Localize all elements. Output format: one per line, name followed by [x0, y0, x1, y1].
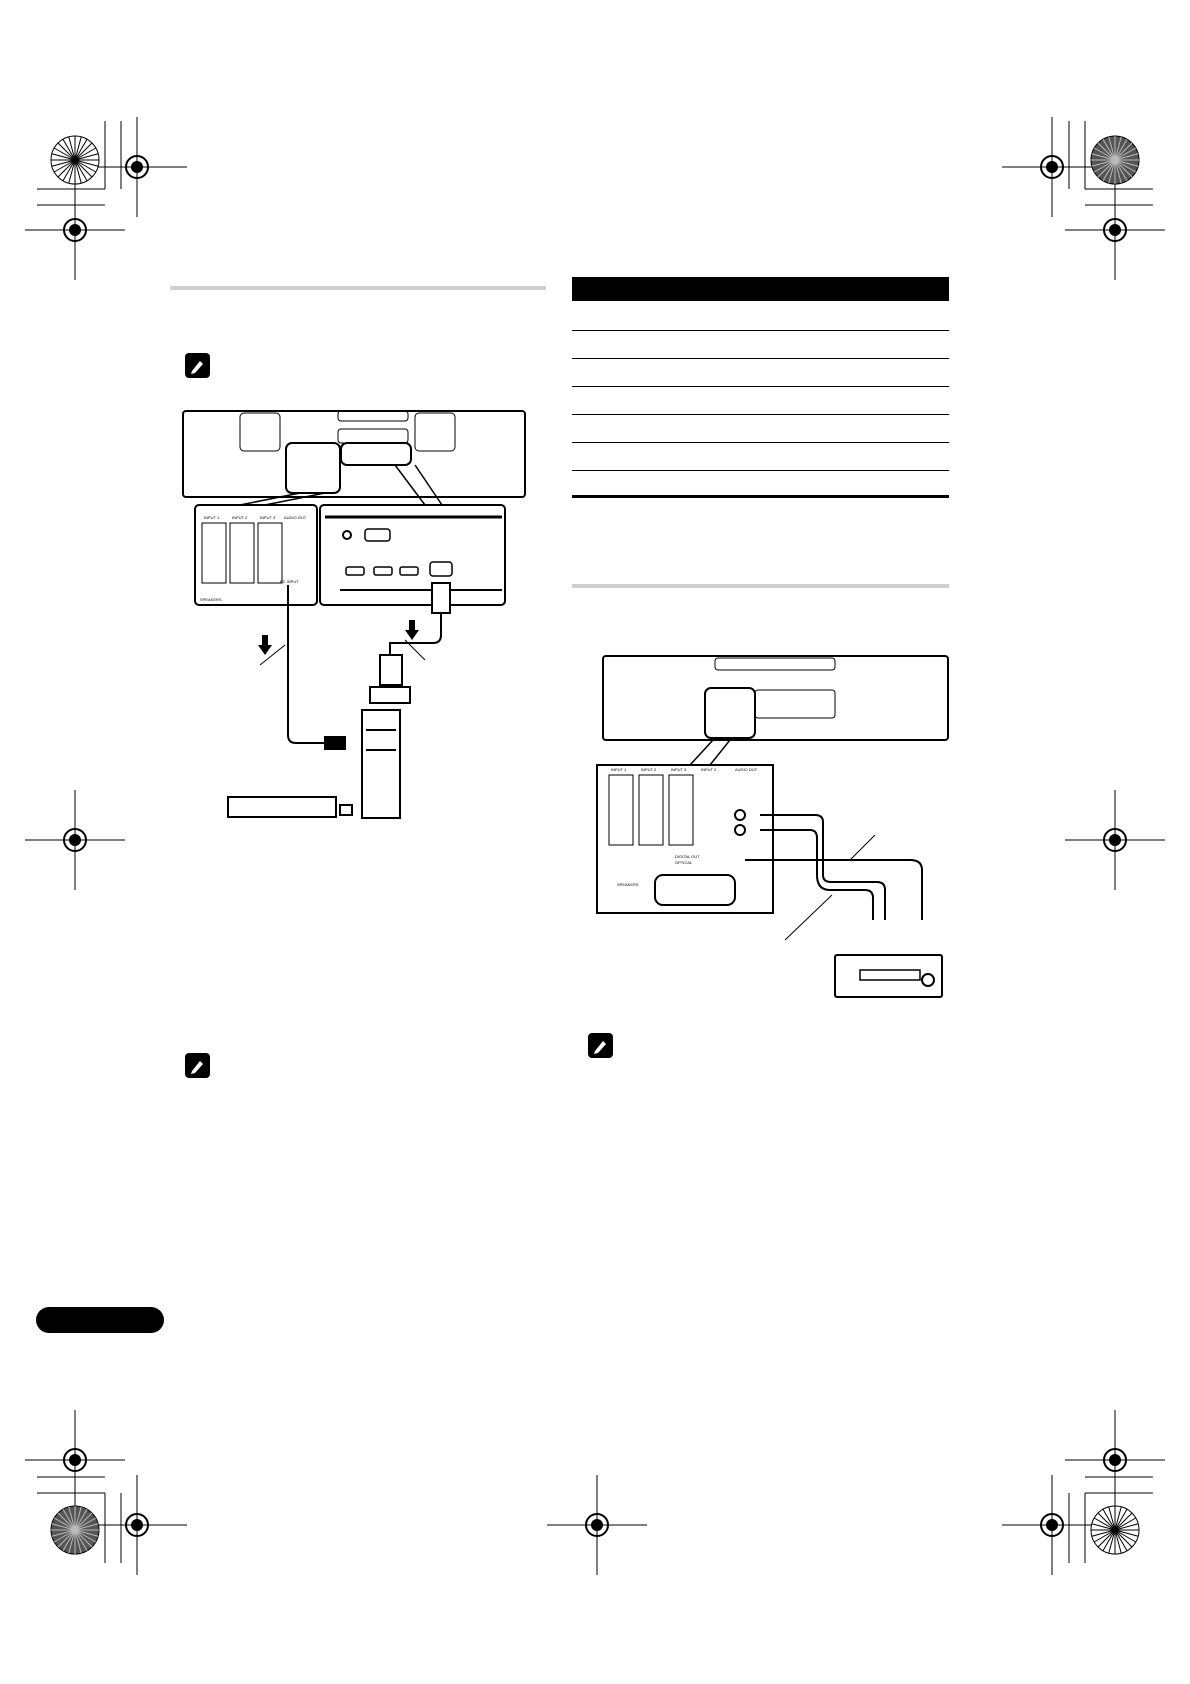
color-wheel — [50, 135, 100, 185]
digital-out-label: DIGITAL OUT — [675, 854, 700, 859]
registration-mark — [87, 117, 187, 217]
pc-connection-diagram: INPUT 1 INPUT 2 INPUT 3 AUDIO OUT PC INP… — [182, 410, 526, 819]
table-row — [572, 470, 949, 471]
speakers-label: SPEAKERS — [617, 882, 639, 887]
color-wheel — [50, 1505, 100, 1555]
registration-mark — [1065, 1410, 1165, 1510]
registration-mark — [25, 180, 125, 280]
registration-mark — [1002, 117, 1102, 217]
registration-mark — [547, 1475, 647, 1575]
panel-label: INPUT 2 — [232, 515, 248, 520]
panel-label: INPUT 1 — [204, 515, 220, 520]
registration-mark — [25, 790, 125, 890]
speakers-label: SPEAKERS — [200, 597, 222, 602]
registration-mark — [87, 1475, 187, 1575]
table-row — [572, 358, 949, 359]
pc-input-label: PC INPUT — [280, 579, 299, 584]
panel-label: AUDIO OUT — [735, 767, 758, 772]
optical-label: OPTICAL — [675, 860, 693, 865]
note-icon — [185, 1053, 210, 1078]
note-icon — [588, 1033, 613, 1058]
panel-label: INPUT 3 — [260, 515, 276, 520]
table-bottom-rule — [572, 495, 949, 498]
audio-connection-diagram: INPUT 1 INPUT 2 INPUT 3 INPUT 2 AUDIO OU… — [596, 655, 949, 998]
panel-label: INPUT 3 — [671, 767, 687, 772]
panel-label: INPUT 2 — [641, 767, 657, 772]
table-row — [572, 414, 949, 415]
section-rule — [572, 584, 949, 588]
color-wheel — [1090, 135, 1140, 185]
color-wheel — [1090, 1505, 1140, 1555]
panel-label: INPUT 2 — [701, 767, 717, 772]
registration-mark — [1002, 1475, 1102, 1575]
panel-label: INPUT 1 — [611, 767, 627, 772]
registration-mark — [1065, 180, 1165, 280]
section-rule — [170, 286, 546, 290]
table-row — [572, 386, 949, 387]
registration-mark — [25, 1410, 125, 1510]
table-row — [572, 330, 949, 331]
page-number-tab — [36, 1307, 164, 1333]
table-row — [572, 442, 949, 443]
panel-label: AUDIO OUT — [284, 515, 307, 520]
note-icon — [185, 353, 210, 378]
table-header — [572, 277, 949, 301]
registration-mark — [1065, 790, 1165, 890]
